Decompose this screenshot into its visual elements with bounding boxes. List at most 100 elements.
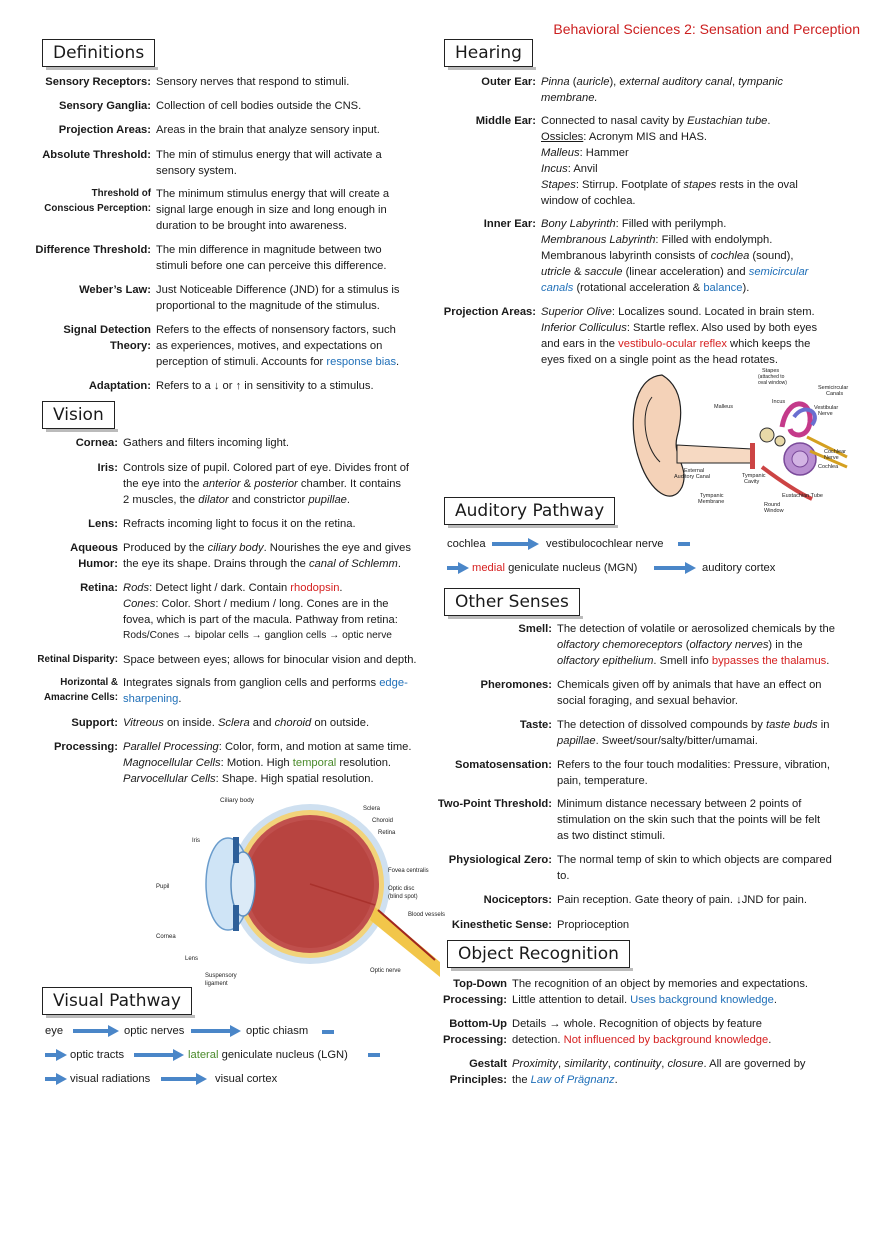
keyword-bypasses-thalamus: bypasses the thalamus <box>711 655 827 667</box>
def-line: olfactory chemoreceptors (olfactory nerv… <box>557 637 835 653</box>
text: geniculate nucleus (LGN) <box>218 1049 348 1061</box>
label-malleus: Malleus <box>714 404 733 410</box>
text: : Filled with endolymph. <box>655 234 773 246</box>
def-line: Membranous labyrinth consists of cochlea… <box>541 248 808 264</box>
text: Proximity <box>512 1058 558 1070</box>
def-line: pain, temperature. <box>557 775 648 787</box>
text: : Filled with perilymph. <box>615 218 727 230</box>
text: Stapes <box>541 179 576 191</box>
term-line: Gestalt <box>469 1058 507 1070</box>
label-auditory-canal: Auditory Canal <box>674 474 710 480</box>
term-smell: Smell: <box>518 623 552 635</box>
label-lens: Lens <box>185 956 198 962</box>
text: on outside. <box>311 717 370 729</box>
text: and constrictor <box>228 494 309 506</box>
text: olfactory chemoreceptors <box>557 639 683 651</box>
def-line: the eye its shape. Drains through the ca… <box>123 556 411 572</box>
label-cochlear-nerve: Nerve <box>824 455 839 461</box>
def-line: Integrates signals from ganglion cells a… <box>123 675 408 691</box>
label-round: Round <box>764 502 780 508</box>
def-line: Little attention to detail. Uses backgro… <box>512 992 808 1008</box>
label-sclera: Sclera <box>363 806 381 812</box>
term-line: Aqueous <box>70 542 118 554</box>
def-line: Magnocellular Cells: Motion. High tempor… <box>123 755 412 771</box>
keyword-pragnanz: Law of Prägnanz <box>530 1074 615 1086</box>
text: : Color, form, and motion at same time. <box>218 741 412 753</box>
label-cochlea: Cochlea <box>818 464 839 470</box>
label-retina: Retina <box>378 830 396 836</box>
text: : Stirrup. Footplate of <box>575 179 684 191</box>
ap-mgn: medial geniculate nucleus (MGN) <box>472 560 637 576</box>
def-nociceptors: Pain reception. Gate theory of pain. ↓JN… <box>557 894 807 906</box>
def-projection-areas: Areas in the brain that analyze sensory … <box>156 124 380 136</box>
text: . <box>397 558 401 570</box>
vp-visual-cortex: visual cortex <box>215 1073 278 1085</box>
label-tympanic-membrane: Tympanic <box>700 493 724 499</box>
text: and ears in the <box>541 338 619 350</box>
text: Pinna <box>541 76 570 88</box>
keyword-response-bias: response bias <box>326 356 397 368</box>
text: Membranous labyrinth consists of <box>541 250 711 262</box>
def-line: Minimum distance necessary between 2 poi… <box>557 798 802 810</box>
def-webers-law: Just Noticeable Difference (JND) for a s… <box>156 282 400 314</box>
term-line: Humor: <box>78 558 118 570</box>
def-retina: Rods: Detect light / dark. Contain rhodo… <box>123 580 398 644</box>
vp-optic-tracts: optic tracts <box>70 1049 125 1061</box>
def-line: The detection of dissolved compounds by … <box>557 717 829 733</box>
term-horizontal-amacrine: Horizontal &Amacrine Cells: <box>20 675 123 707</box>
text: dilator <box>198 494 229 506</box>
label-vestibular: Vestibular <box>814 405 838 411</box>
def-line: stimulation on the skin such that the po… <box>557 814 821 826</box>
text: taste buds <box>765 719 818 731</box>
keyword-temporal: temporal <box>292 757 337 769</box>
def-inner-ear: Bony Labyrinth: Filled with perilymph. M… <box>541 216 808 296</box>
def-line: Chemicals given off by animals that have… <box>557 679 822 691</box>
text: chamber. It contains <box>297 478 402 490</box>
term-kinesthetic: Kinesthetic Sense: <box>451 919 552 931</box>
def-line: Controls size of pupil. Colored part of … <box>123 462 410 474</box>
def-conscious-perception: The minimum stimulus energy that will cr… <box>156 186 389 234</box>
text: , <box>607 1058 614 1070</box>
label-canals: Canals <box>826 391 843 397</box>
def-line: stimuli before one can perceive this dif… <box>156 260 387 272</box>
ear-diagram: Stapes (attached to oval window) Incus M… <box>632 368 848 514</box>
hearing-heading: Hearing <box>444 39 536 70</box>
text: : Acronym MIS and HAS. <box>583 131 708 143</box>
term-line: Threshold of <box>91 188 151 199</box>
text: posterior <box>254 478 298 490</box>
text: Vitreous <box>123 717 164 729</box>
text: external auditory canal <box>619 76 732 88</box>
def-line: olfactory epithelium. Smell info bypasse… <box>557 653 835 669</box>
text: : Startle reflex. Also used by both eyes <box>626 322 818 334</box>
label-choroid: Choroid <box>372 818 393 824</box>
term-two-point: Two-Point Threshold: <box>437 798 552 810</box>
term-line: Top-Down <box>453 978 507 990</box>
text: cochlea <box>710 250 750 262</box>
term-absolute-threshold: Absolute Threshold: <box>42 149 151 161</box>
text: auricle <box>576 76 610 88</box>
arrow-icon <box>45 1049 67 1061</box>
term-somatosensation: Somatosensation: <box>455 759 552 771</box>
definitions-heading: Definitions <box>42 39 159 70</box>
def-line: Malleus: Hammer <box>541 145 798 161</box>
label-oval-window: oval window) <box>758 380 787 386</box>
keyword-sharpening: sharpening <box>123 693 179 705</box>
term-physiological-zero: Physiological Zero: <box>448 854 552 866</box>
def-sensory-ganglia: Collection of cell bodies outside the CN… <box>156 100 362 112</box>
text: . <box>614 1074 618 1086</box>
term-sensory-receptors: Sensory Receptors: <box>45 76 151 88</box>
term-lens: Lens: <box>88 518 118 530</box>
arrow-icon <box>161 1073 207 1085</box>
keyword-semicircular: semicircular <box>748 266 809 278</box>
def-line: Proximity, similarity, continuity, closu… <box>512 1056 806 1072</box>
eye-diagram: Ciliary body Sclera Choroid Retina Iris … <box>156 797 445 987</box>
term-line: Amacrine Cells: <box>43 692 118 703</box>
def-line: Pinna (auricle), external auditory canal… <box>541 74 783 90</box>
text: continuity <box>613 1058 662 1070</box>
label-window: Window <box>764 508 784 514</box>
def-line: Connected to nasal cavity by Eustachian … <box>541 113 798 129</box>
keyword-edge: edge- <box>379 677 408 689</box>
def-somatosensation: Refers to the four touch modalities: Pre… <box>557 757 830 789</box>
